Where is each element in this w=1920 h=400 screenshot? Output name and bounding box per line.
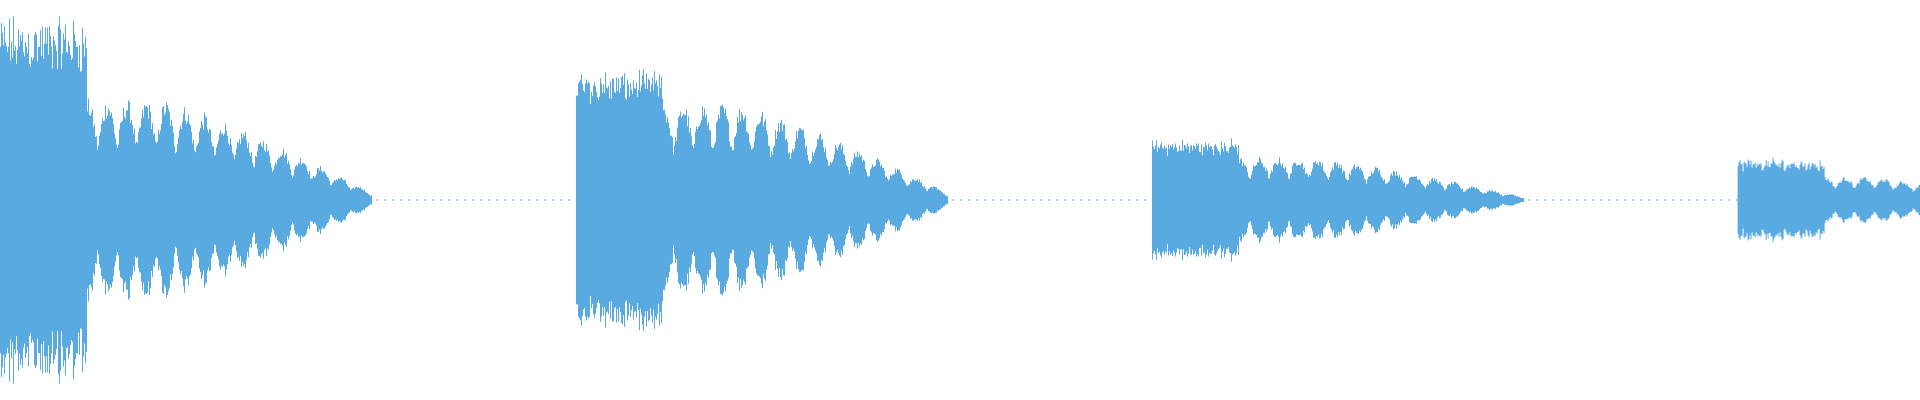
burst-3 bbox=[1152, 138, 1524, 262]
burst-2 bbox=[576, 69, 948, 331]
burst-4 bbox=[1737, 157, 1920, 243]
burst-3-core bbox=[1152, 190, 1291, 210]
burst-1-core bbox=[0, 177, 139, 223]
burst-2-core bbox=[576, 178, 715, 222]
waveform-bursts bbox=[0, 16, 1920, 384]
burst-1 bbox=[0, 16, 372, 384]
burst-4-core bbox=[1737, 194, 1876, 206]
